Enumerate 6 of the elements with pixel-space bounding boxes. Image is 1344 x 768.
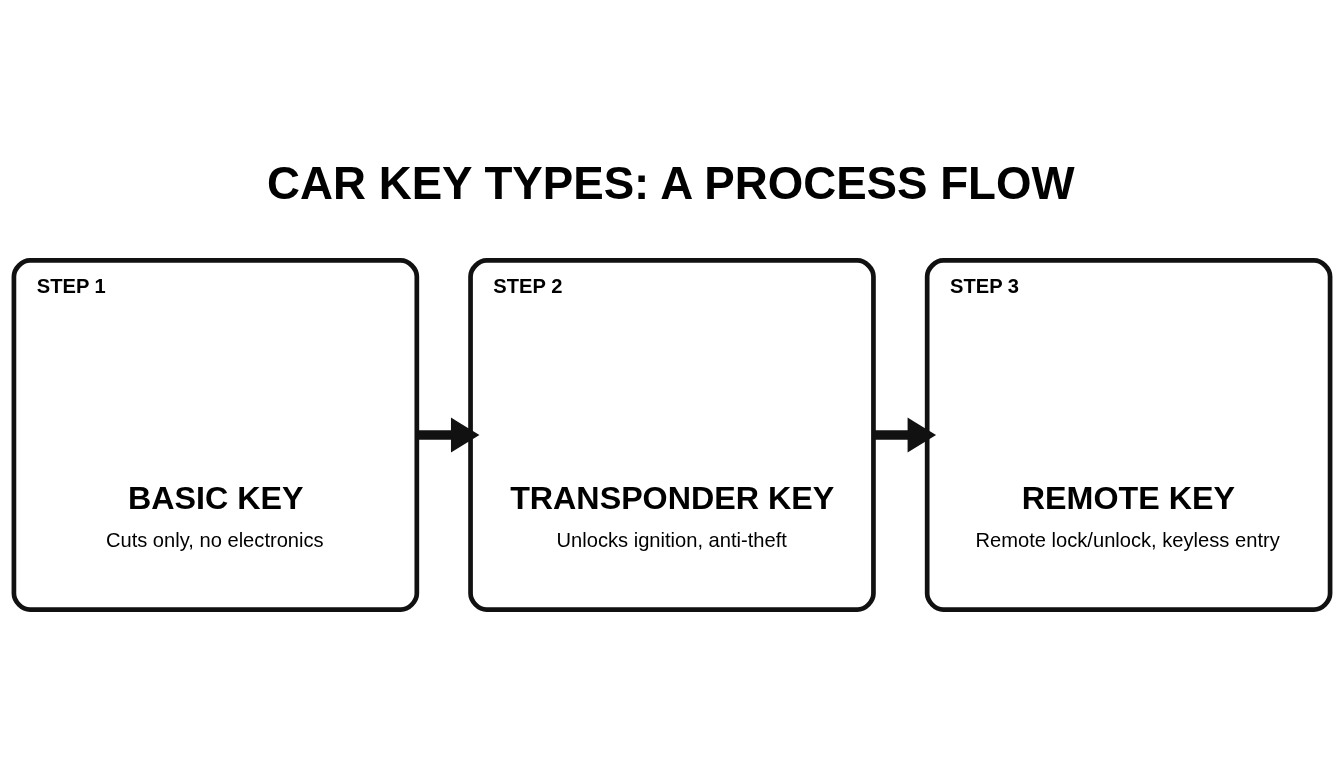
arrow [873, 417, 937, 453]
arrow [417, 417, 480, 453]
node-box: STEP 1 BASIC KEY Cuts only, no electronics [11, 258, 420, 612]
diagram-title: CAR KEY TYPES: A PROCESS FLOW [267, 157, 1075, 209]
node-box: STEP 3 REMOTE KEY Remote lock/unlock, keyless entry [924, 258, 1333, 612]
node-box: STEP 2 TRANSPONDER KEY Unlocks ignition, anti-theft [468, 258, 876, 612]
